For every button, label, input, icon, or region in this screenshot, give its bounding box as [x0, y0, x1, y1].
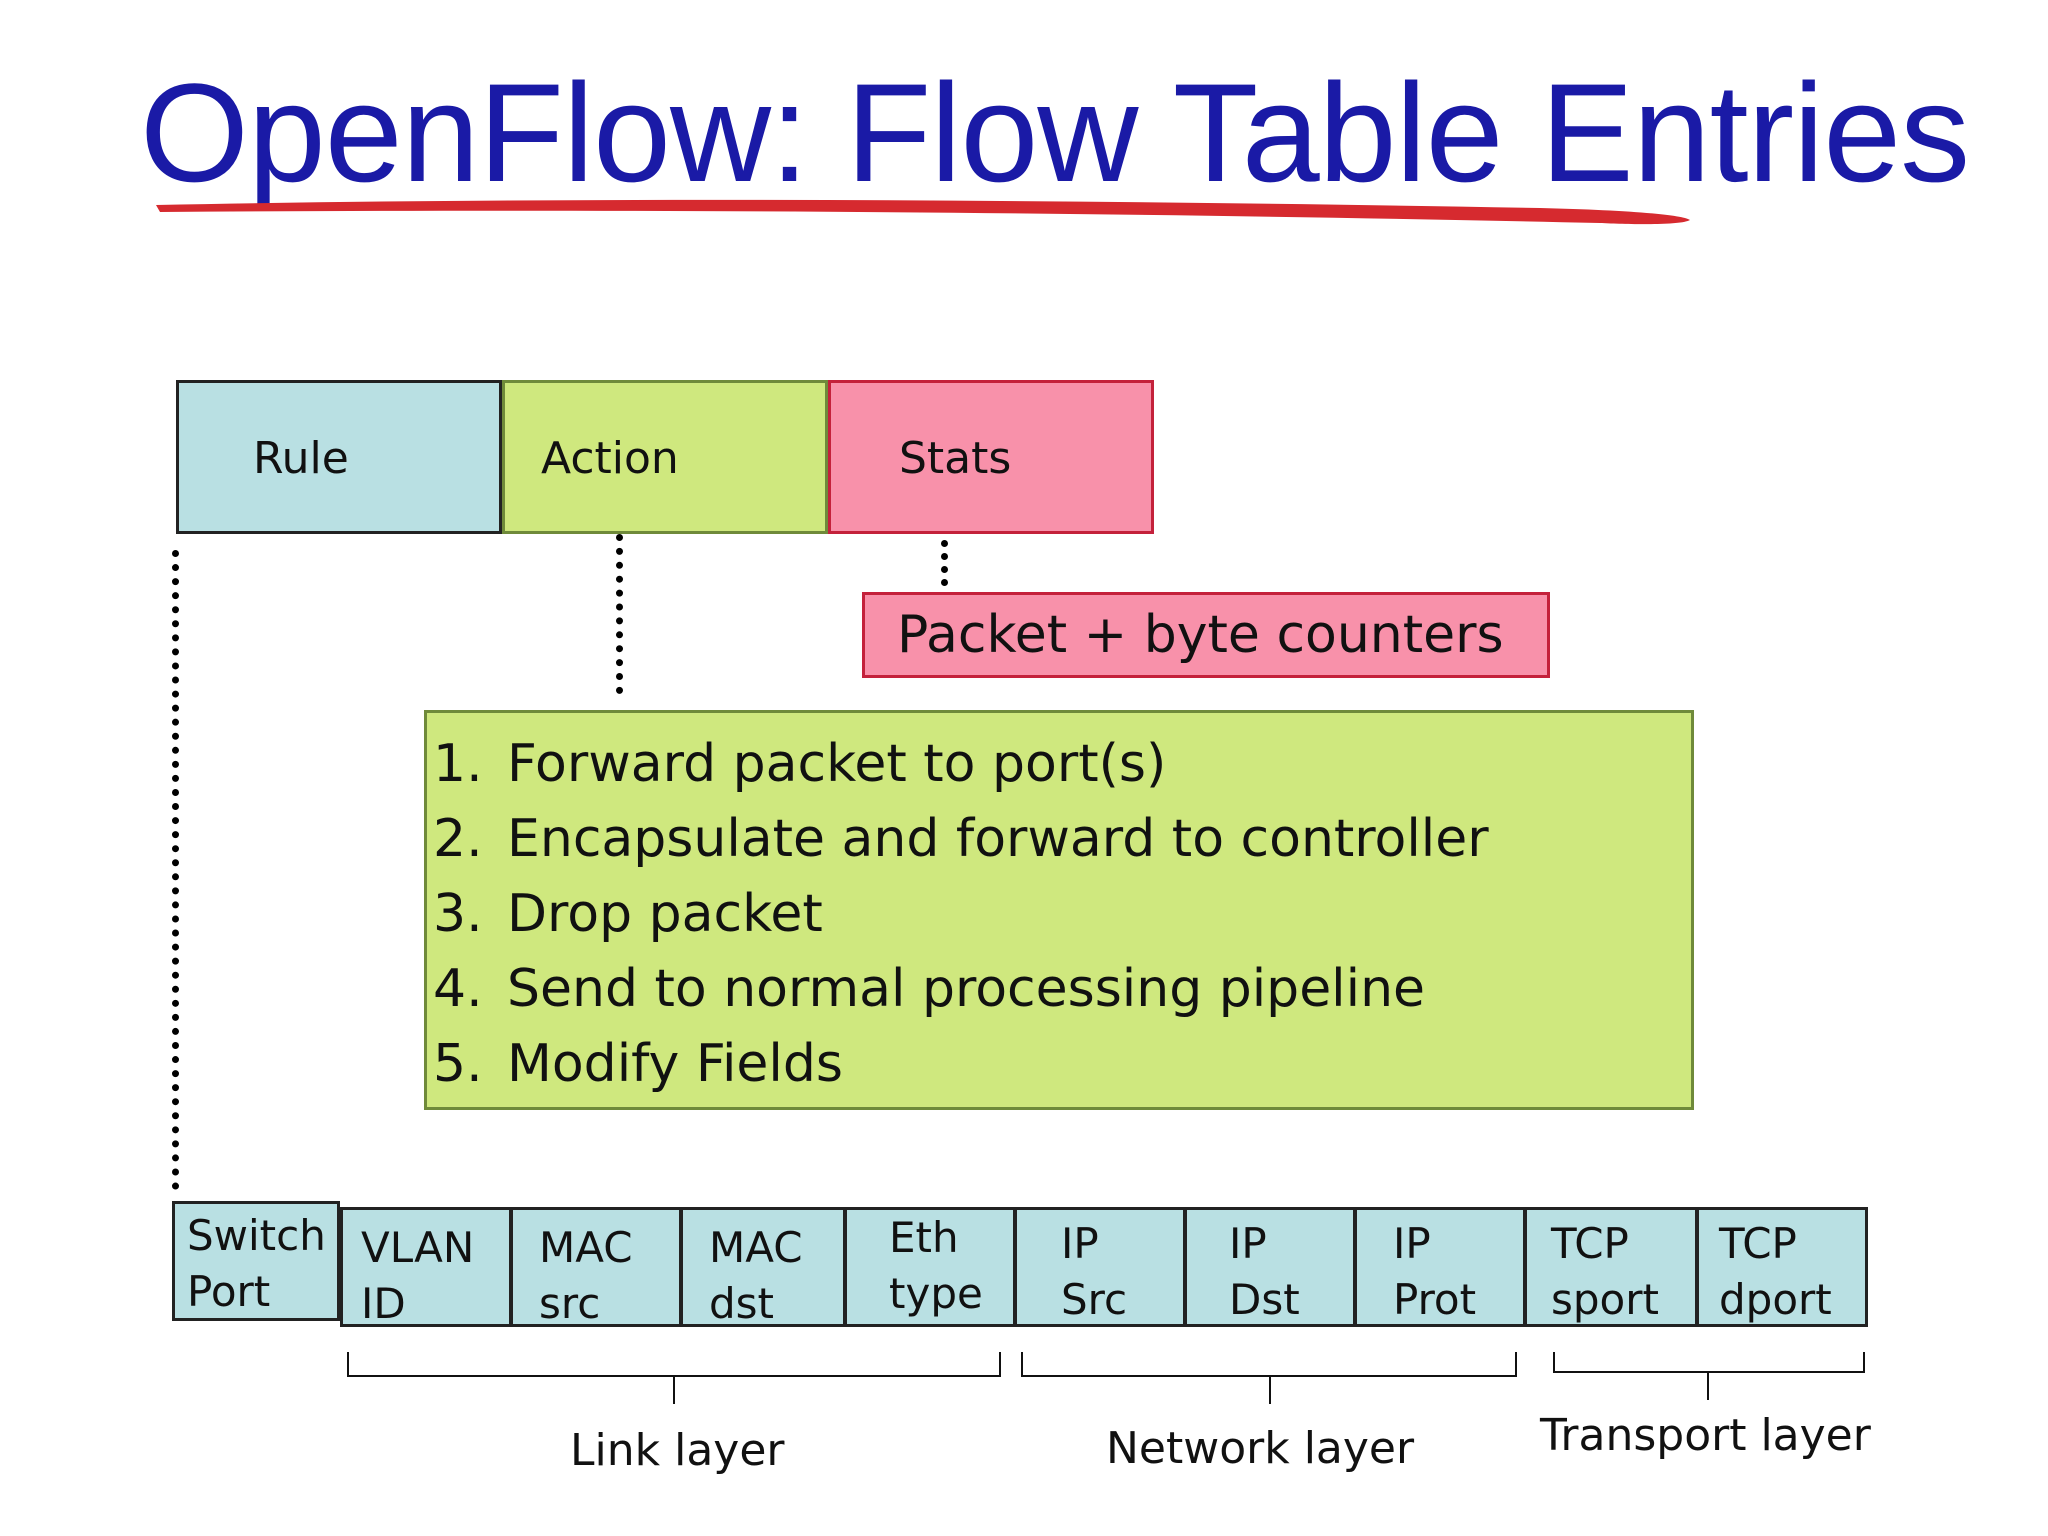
action-connector [616, 534, 623, 694]
packet-byte-counters-box: Packet + byte counters [862, 592, 1550, 678]
rule-connector [172, 550, 179, 1190]
action-list-box: 1.Forward packet to port(s) 2.Encapsulat… [424, 710, 1694, 1110]
action-item: 1.Forward packet to port(s) [433, 734, 1167, 794]
network-layer-bracket [1021, 1352, 1517, 1404]
stats-label: Stats [899, 433, 1012, 484]
link-layer-label: Link layer [570, 1425, 785, 1476]
action-list: 1.Forward packet to port(s) 2.Encapsulat… [433, 727, 1691, 1102]
rule-label: Rule [253, 433, 349, 484]
action-label: Action [541, 433, 679, 484]
packet-byte-counters-label: Packet + byte counters [897, 605, 1504, 665]
rule-box: Rule [176, 380, 502, 534]
transport-layer-bracket [1553, 1352, 1865, 1400]
stats-connector [941, 540, 948, 586]
action-box: Action [502, 380, 828, 534]
action-item: 3.Drop packet [433, 884, 823, 944]
slide-title: OpenFlow: Flow Table Entries [140, 54, 1970, 211]
transport-layer-label: Transport layer [1540, 1410, 1871, 1461]
action-item: 5.Modify Fields [433, 1034, 843, 1094]
action-item: 2.Encapsulate and forward to controller [433, 809, 1489, 869]
link-layer-bracket [347, 1352, 1001, 1404]
stats-box: Stats [828, 380, 1154, 534]
action-item: 4.Send to normal processing pipeline [433, 959, 1426, 1019]
network-layer-label: Network layer [1106, 1423, 1415, 1474]
